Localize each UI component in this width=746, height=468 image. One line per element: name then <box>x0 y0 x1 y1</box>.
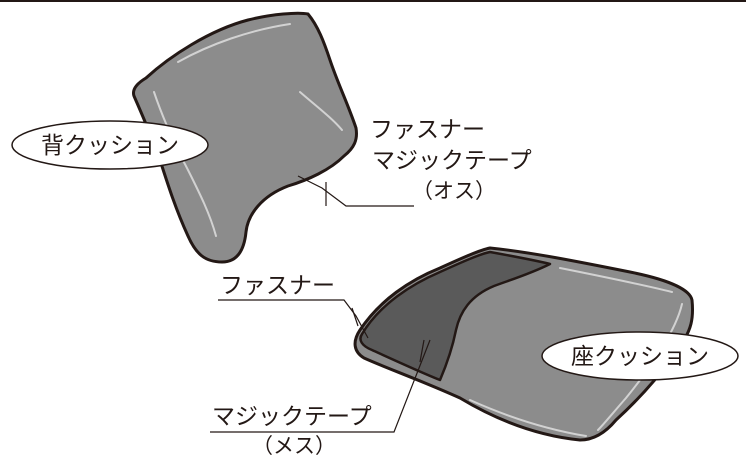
seat-cushion-bubble <box>541 331 739 381</box>
seat-fastener-leader <box>218 299 369 339</box>
seat-cushion-callout: 座クッション <box>541 331 739 381</box>
back-velcro-type-label: （オス） <box>412 179 496 203</box>
seat-velcro-label: マジックテープ <box>212 404 372 430</box>
seat-velcro-leader <box>210 339 431 433</box>
back-cushion-highlight-top <box>177 23 291 63</box>
seat-cushion-highlight-bottom <box>469 399 587 437</box>
back-velcro-leader <box>297 175 414 207</box>
back-cushion-highlight-right <box>299 91 343 131</box>
leader-lines <box>210 175 431 433</box>
seat-fastener-leader-tick <box>351 307 359 327</box>
back-cushion-bubble <box>11 120 209 170</box>
seat-cushion <box>353 246 694 442</box>
seat-cushion-label: 座クッション <box>571 344 709 370</box>
back-velcro-label: マジックテープ <box>372 148 532 174</box>
back-cushion-highlight-left <box>153 91 217 237</box>
seat-velcro-type-label: （メス） <box>252 434 336 458</box>
back-cushion-callout: 背クッション <box>11 120 209 170</box>
seat-cushion-velcro-panel <box>359 250 552 382</box>
seat-cushion-highlight-right <box>597 303 683 431</box>
back-cushion-label: 背クッション <box>41 133 179 159</box>
seat-cushion-highlight-top <box>559 267 673 293</box>
seat-fastener-label: ファスナー <box>220 273 335 299</box>
back-fastener-label: ファスナー <box>370 117 485 143</box>
seat-velcro-leader-tick <box>419 339 425 363</box>
